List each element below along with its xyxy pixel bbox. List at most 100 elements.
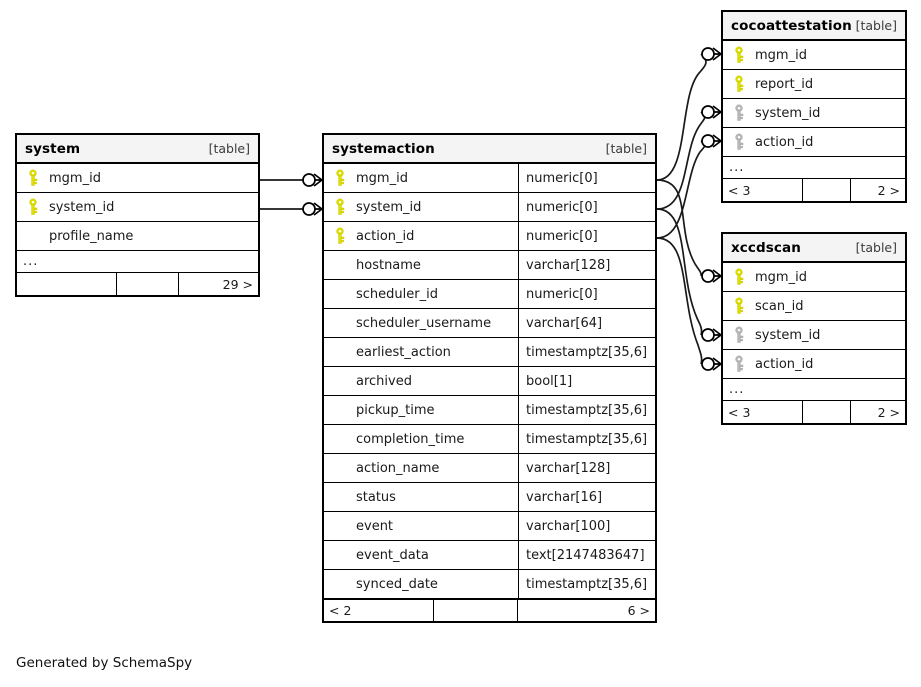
foreign-key-icon	[731, 133, 747, 151]
column-row[interactable]: system_id	[723, 321, 905, 350]
column-name: scheduler_id	[356, 286, 438, 302]
primary-key-icon	[332, 169, 348, 187]
no-key-spacer	[25, 227, 41, 245]
column-row[interactable]: report_id	[723, 70, 905, 99]
table-system-footer: 29 >	[17, 273, 258, 295]
column-row[interactable]: system_id	[723, 99, 905, 128]
no-key-spacer	[332, 575, 348, 593]
more-columns-ellipsis[interactable]: ...	[723, 157, 905, 179]
column-name: action_name	[356, 460, 440, 476]
column-row[interactable]: archived bool[1]	[324, 367, 655, 396]
column-name: mgm_id	[356, 170, 408, 186]
column-row[interactable]: mgm_id	[17, 164, 258, 193]
table-cocoattestation-header: cocoattestation [table]	[723, 12, 905, 41]
column-name: mgm_id	[49, 170, 101, 186]
table-cocoattestation-footer: < 3 2 >	[723, 179, 905, 201]
table-cocoattestation-tag: [table]	[855, 18, 897, 33]
no-key-spacer	[332, 256, 348, 274]
column-type: bool[1]	[518, 367, 655, 395]
table-system[interactable]: system [table] mgm_id	[15, 133, 260, 297]
footer-left[interactable]: < 2	[324, 600, 434, 621]
footer-left[interactable]: < 3	[723, 401, 803, 423]
no-key-spacer	[332, 488, 348, 506]
footer-left[interactable]	[17, 273, 117, 295]
edge-systemaction-actionid-to-xccdscan-actionid	[656, 237, 722, 371]
column-row[interactable]: synced_date timestamptz[35,6]	[324, 570, 655, 599]
column-row[interactable]: status varchar[16]	[324, 483, 655, 512]
column-type: varchar[16]	[518, 483, 655, 511]
no-key-spacer	[332, 314, 348, 332]
column-type: timestamptz[35,6]	[518, 338, 655, 366]
column-type: numeric[0]	[518, 193, 655, 221]
column-name: scheduler_username	[356, 315, 492, 331]
more-columns-ellipsis[interactable]: ...	[723, 379, 905, 401]
column-name: system_id	[49, 199, 115, 215]
column-name: pickup_time	[356, 402, 435, 418]
table-xccdscan-title: xccdscan	[731, 239, 801, 256]
foreign-key-icon	[731, 104, 747, 122]
column-row[interactable]: mgm_id	[723, 41, 905, 70]
column-row[interactable]: profile_name	[17, 222, 258, 251]
column-row[interactable]: pickup_time timestamptz[35,6]	[324, 396, 655, 425]
column-row[interactable]: event varchar[100]	[324, 512, 655, 541]
column-name: mgm_id	[755, 269, 807, 285]
edge-system-mgm-to-systemaction-mgm	[260, 173, 323, 187]
generated-by-note: Generated by SchemaSpy	[16, 655, 193, 671]
column-row[interactable]: completion_time timestamptz[35,6]	[324, 425, 655, 454]
column-row[interactable]: scan_id	[723, 292, 905, 321]
column-type: timestamptz[35,6]	[518, 570, 655, 598]
primary-key-icon	[731, 268, 747, 286]
footer-right[interactable]: 2 >	[877, 182, 900, 198]
table-systemaction-header: systemaction [table]	[324, 135, 655, 164]
footer-left[interactable]: < 3	[723, 179, 803, 201]
column-name: system_id	[755, 327, 821, 343]
column-row[interactable]: mgm_id	[723, 263, 905, 292]
column-row[interactable]: action_id	[723, 128, 905, 157]
column-row[interactable]: system_id numeric[0]	[324, 193, 655, 222]
no-key-spacer	[332, 430, 348, 448]
column-row[interactable]: action_name varchar[128]	[324, 454, 655, 483]
no-key-spacer	[332, 285, 348, 303]
column-name: earliest_action	[356, 344, 451, 360]
no-key-spacer	[332, 401, 348, 419]
column-row[interactable]: system_id	[17, 193, 258, 222]
table-systemaction[interactable]: systemaction [table] mgm_id numeric[0]	[322, 133, 657, 623]
footer-middle	[803, 401, 851, 423]
column-name: scan_id	[755, 298, 804, 314]
column-name: status	[356, 489, 396, 505]
column-name: hostname	[356, 257, 421, 273]
no-key-spacer	[332, 546, 348, 564]
column-type: varchar[128]	[518, 454, 655, 482]
column-row[interactable]: action_id numeric[0]	[324, 222, 655, 251]
column-name: completion_time	[356, 431, 465, 447]
table-xccdscan[interactable]: xccdscan [table] mgm_id	[721, 232, 907, 425]
table-systemaction-footer: < 2 6 >	[324, 599, 655, 621]
table-cocoattestation[interactable]: cocoattestation [table] mgm_id	[721, 10, 907, 203]
primary-key-icon	[332, 198, 348, 216]
column-row[interactable]: hostname varchar[128]	[324, 251, 655, 280]
column-row[interactable]: earliest_action timestamptz[35,6]	[324, 338, 655, 367]
column-name: action_id	[356, 228, 415, 244]
primary-key-icon	[25, 169, 41, 187]
column-row[interactable]: mgm_id numeric[0]	[324, 164, 655, 193]
no-key-spacer	[332, 343, 348, 361]
footer-right[interactable]: 2 >	[877, 404, 900, 420]
table-cocoattestation-title: cocoattestation	[731, 17, 852, 34]
table-system-title: system	[25, 140, 81, 157]
footer-right[interactable]: 6 >	[627, 603, 650, 618]
column-row[interactable]: scheduler_username varchar[64]	[324, 309, 655, 338]
column-name: event_data	[356, 547, 429, 563]
footer-middle	[434, 600, 518, 621]
column-row[interactable]: scheduler_id numeric[0]	[324, 280, 655, 309]
footer-right[interactable]: 29 >	[222, 276, 253, 292]
column-row[interactable]: event_data text[2147483647]	[324, 541, 655, 570]
column-row[interactable]: action_id	[723, 350, 905, 379]
edge-system-systemid-to-systemaction-systemid	[260, 202, 323, 216]
edge-systemaction-mgm-to-xccdscan-mgm	[656, 179, 722, 283]
more-columns-ellipsis[interactable]: ...	[17, 251, 258, 273]
foreign-key-icon	[731, 355, 747, 373]
column-type: numeric[0]	[518, 280, 655, 308]
table-xccdscan-footer: < 3 2 >	[723, 401, 905, 423]
table-system-tag: [table]	[208, 141, 250, 156]
